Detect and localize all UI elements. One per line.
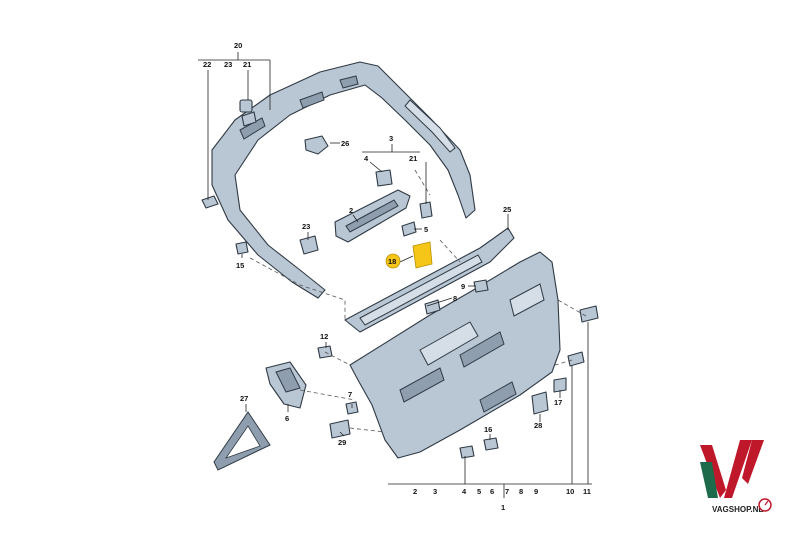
upper-trim-frame bbox=[211, 61, 476, 299]
part-2-grip bbox=[334, 189, 411, 243]
callout-8: 8 bbox=[453, 294, 457, 303]
callout-22: 22 bbox=[203, 60, 211, 69]
callout-bottom-9: 9 bbox=[534, 487, 538, 496]
dashed-guides bbox=[249, 169, 587, 433]
part-26 bbox=[304, 135, 329, 155]
logo-v-accent-stroke bbox=[742, 440, 764, 484]
logo-v-green-stroke bbox=[700, 462, 718, 498]
bolt-15 bbox=[235, 241, 249, 255]
callout-1: 1 bbox=[501, 503, 505, 512]
callout-27: 27 bbox=[240, 394, 248, 403]
clip-9 bbox=[473, 279, 489, 293]
clip-21-top bbox=[241, 111, 257, 127]
callout-21-mid: 21 bbox=[409, 154, 417, 163]
clip-22 bbox=[201, 195, 219, 209]
clip-4 bbox=[375, 169, 393, 187]
callout-bottom-8: 8 bbox=[519, 487, 523, 496]
callout-bottom-4: 4 bbox=[462, 487, 467, 496]
callout-26: 26 bbox=[341, 139, 349, 148]
logo-gauge-icon bbox=[758, 498, 772, 512]
callout-23-top: 23 bbox=[224, 60, 232, 69]
main-tailgate-panel bbox=[349, 251, 561, 459]
callout-3: 3 bbox=[389, 134, 393, 143]
clip-23-top bbox=[239, 99, 253, 113]
callout-bottom-10: 10 bbox=[566, 487, 574, 496]
warning-triangle-27 bbox=[213, 411, 271, 471]
callout-9: 9 bbox=[461, 282, 465, 291]
callout-bottom-2: 2 bbox=[413, 487, 417, 496]
callout-labels: 20 22 23 21 26 3 4 21 2 5 25 23 15 18 8 … bbox=[203, 41, 591, 512]
callout-5: 5 bbox=[424, 225, 428, 234]
callout-12: 12 bbox=[320, 332, 328, 341]
callout-17: 17 bbox=[554, 398, 562, 407]
clip-23-lower bbox=[299, 235, 319, 255]
callout-7: 7 bbox=[348, 390, 352, 399]
callout-23-lower: 23 bbox=[302, 222, 310, 231]
leader-lines bbox=[198, 52, 592, 498]
callout-29: 29 bbox=[338, 438, 346, 447]
callout-18-highlight bbox=[385, 253, 401, 269]
callout-4-top: 4 bbox=[364, 154, 369, 163]
part-5 bbox=[401, 221, 417, 237]
clip-29 bbox=[329, 419, 351, 439]
callout-20: 20 bbox=[234, 41, 242, 50]
logo-v-right-stroke bbox=[724, 440, 752, 498]
callout-bottom-5: 5 bbox=[477, 487, 481, 496]
callout-21-top: 21 bbox=[243, 60, 251, 69]
logo-gauge-needle bbox=[764, 500, 769, 506]
callout-28: 28 bbox=[534, 421, 542, 430]
clip-21-lower bbox=[419, 201, 433, 219]
logo-text: VAGSHOP.NL bbox=[712, 505, 763, 514]
vagshop-logo: VAGSHOP.NL bbox=[700, 440, 772, 514]
callout-2-grip: 2 bbox=[349, 206, 353, 215]
clip-8 bbox=[424, 299, 441, 315]
clip-4-lower bbox=[459, 445, 475, 459]
callout-15: 15 bbox=[236, 261, 244, 270]
callout-bottom-3: 3 bbox=[433, 487, 437, 496]
callout-25: 25 bbox=[503, 205, 511, 214]
callout-18: 18 bbox=[388, 257, 396, 266]
part-18-highlighted bbox=[412, 241, 433, 269]
callout-bottom-7: 7 bbox=[505, 487, 509, 496]
callout-16: 16 bbox=[484, 425, 492, 434]
clip-16 bbox=[483, 437, 499, 451]
clip-11 bbox=[579, 305, 599, 323]
callout-bottom-11: 11 bbox=[583, 487, 591, 496]
callout-6: 6 bbox=[285, 414, 289, 423]
clip-17 bbox=[553, 377, 567, 393]
part-28 bbox=[531, 391, 549, 415]
bracket-6 bbox=[265, 361, 307, 409]
clip-10 bbox=[567, 351, 585, 367]
cross-bar-25 bbox=[344, 227, 515, 333]
callout-bottom-6: 6 bbox=[490, 487, 494, 496]
